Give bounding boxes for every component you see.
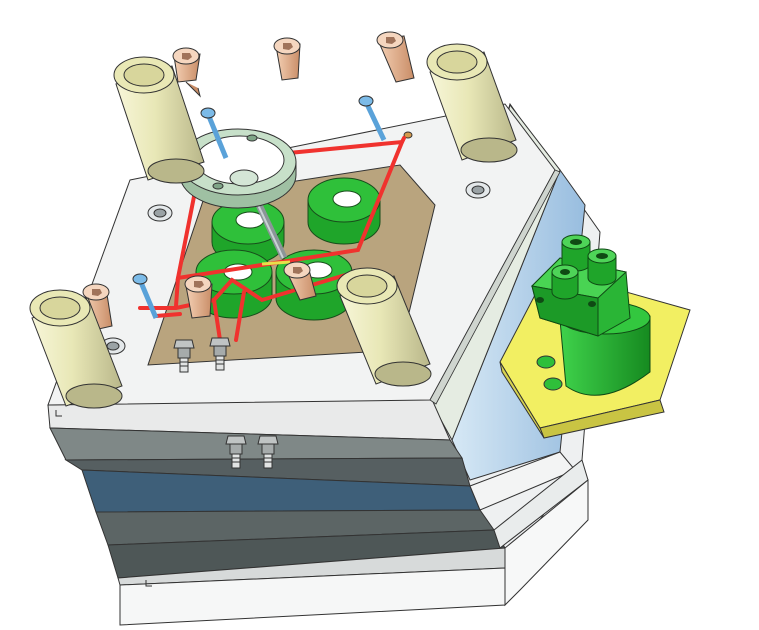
- screw-head-icon: [358, 95, 374, 107]
- water-fittings: [173, 337, 279, 469]
- port-boss: [561, 234, 591, 272]
- guide-pillar-front-left: [29, 289, 123, 409]
- bolt: [283, 261, 317, 301]
- locating-ring: [179, 128, 297, 209]
- copper-bolts: [82, 31, 415, 331]
- blue-screws: [132, 95, 387, 319]
- right-step-base: [504, 478, 589, 607]
- port-hole-icon: [596, 253, 608, 259]
- screw-head-icon: [200, 107, 216, 119]
- fitting-icon: [209, 337, 231, 371]
- head-bolt-icon: [536, 297, 544, 303]
- port-hole-icon: [560, 269, 570, 275]
- top-plate-holes: [100, 131, 491, 355]
- hex-socket-icon: [293, 267, 303, 274]
- port-boss: [551, 264, 579, 300]
- bolt: [184, 275, 213, 319]
- hole-icon: [153, 208, 167, 218]
- bolt: [273, 37, 301, 81]
- mount-hole-icon: [543, 377, 563, 391]
- hex-socket-icon: [182, 53, 192, 60]
- hydraulic-cylinder-assembly: [499, 234, 691, 439]
- mount-hole-icon: [536, 355, 556, 369]
- fitting-icon: [257, 435, 279, 469]
- guide-pillars: [29, 43, 518, 409]
- hole-icon: [403, 131, 413, 139]
- hex-socket-icon: [194, 281, 204, 288]
- fitting-icon: [173, 339, 195, 373]
- guide-pillar-back-right: [426, 43, 518, 163]
- hex-socket-icon: [386, 37, 396, 44]
- screw-head-icon: [132, 273, 148, 285]
- port-hole-icon: [570, 239, 582, 245]
- ring-screw-icon: [212, 182, 224, 190]
- guide-pillar-front-right: [336, 267, 432, 387]
- sprue-bushing-icon: [229, 169, 259, 187]
- top-plate-rim: [429, 169, 561, 405]
- port-boss: [587, 248, 617, 286]
- guide-pillar-back-left: [113, 56, 205, 184]
- bolt: [172, 47, 201, 98]
- corner-marks: [55, 410, 152, 587]
- bolt: [376, 31, 415, 83]
- hex-socket-icon: [283, 43, 293, 50]
- ring-screw-icon: [246, 134, 258, 142]
- head-bolt-icon: [588, 301, 596, 307]
- cooling-connector: [261, 260, 291, 266]
- hole-icon: [471, 185, 485, 195]
- hole-icon: [106, 341, 120, 351]
- cooling-circuit: [138, 136, 406, 342]
- cavity-hole-icon: [332, 190, 362, 208]
- fitting-icon: [225, 435, 247, 469]
- hex-socket-icon: [92, 289, 102, 296]
- mount-plate-side: [499, 361, 545, 439]
